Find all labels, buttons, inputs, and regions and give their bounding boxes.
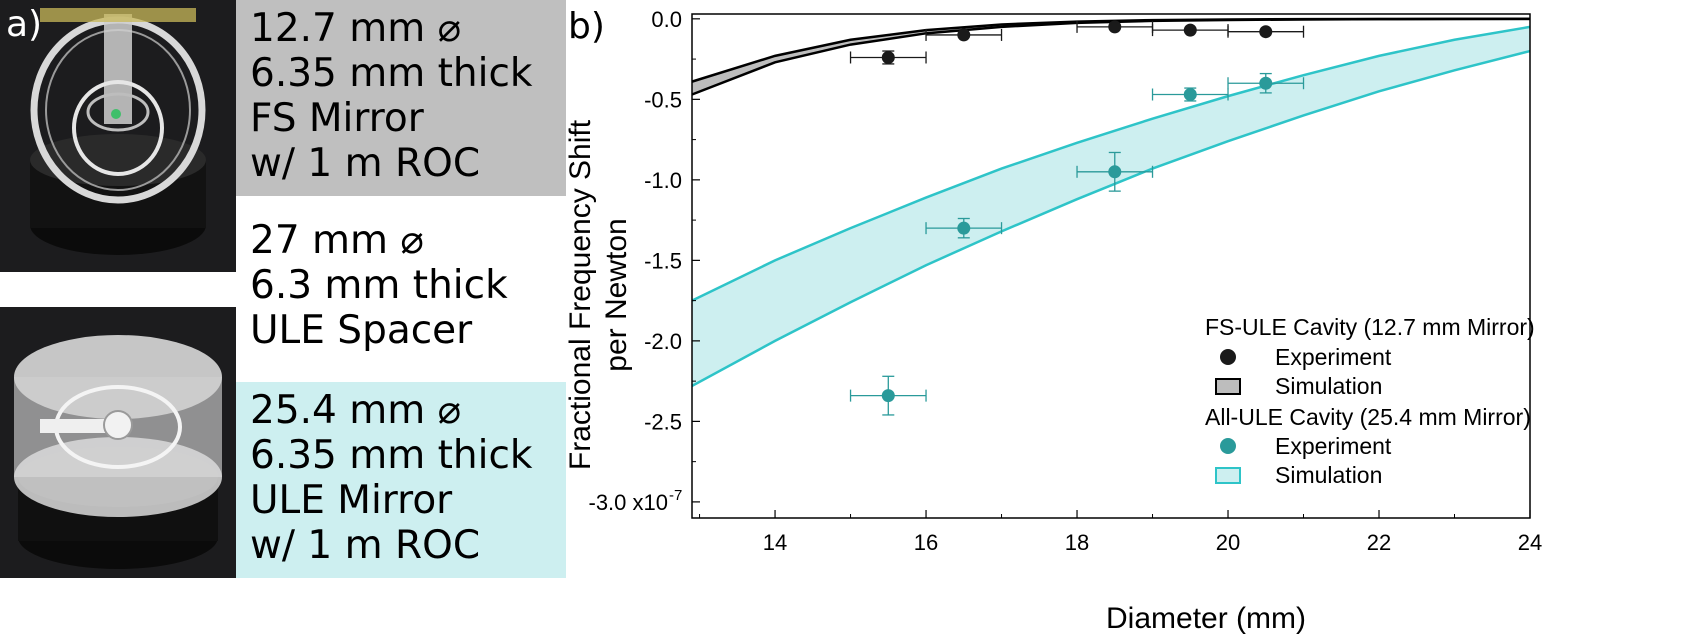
panel-a-label: a) [6,4,43,45]
plot-frame [691,13,1531,519]
x-tick-label: 24 [1518,530,1542,555]
legend-marker-simulation-2 [1215,467,1241,484]
legend: FS-ULE Cavity (12.7 mm Mirror) Experiment… [1205,314,1535,488]
y-tick-label: -3.0 x10 [589,490,669,515]
y-tick-label: 0.0 [651,7,682,32]
y-axis-label-line2: per Newton [600,218,633,371]
ule-mirror-thickness: 6.35 mm thick [250,433,533,478]
y-axis-label-line1: Fractional Frequency Shift [564,119,597,470]
spacer-diameter: 27 mm ⌀ [250,218,424,263]
legend-marker-experiment-2 [1220,438,1236,454]
fs-mirror-roc: w/ 1 m ROC [250,141,481,186]
experiment-point-1 [1183,88,1197,102]
experiment-point-1 [881,389,895,403]
simulation-upper-line-1 [691,25,1531,302]
ule-mirror-diameter: 25.4 mm ⌀ [250,388,462,433]
legend-label-simulation-1: Simulation [1275,373,1382,399]
experiment-point-1 [957,221,971,235]
spacer-thickness: 6.3 mm thick [250,263,508,308]
y-axis-label: Fractional Frequency Shift per Newton [564,119,633,470]
x-tick-label: 22 [1367,530,1391,555]
y-tick-label: -1.0 [644,168,682,193]
panel-a: a) 12.7 mm ⌀ 6.35 mm thick FS Mirror w/ … [0,0,570,639]
experiment-point-0 [957,28,971,42]
y-tick-label: -0.5 [644,87,682,112]
ule-mirror-roc: w/ 1 m ROC [250,523,481,568]
experiment-point-0 [881,50,895,64]
x-tick-label: 16 [914,530,938,555]
legend-group1-title: FS-ULE Cavity (12.7 mm Mirror) [1205,314,1535,340]
panel-b-label: b) [568,6,605,47]
frequency-shift-chart: b) Fractional Frequency Shift per Newton… [564,6,1542,635]
ule-mirror-spec-box: 25.4 mm ⌀ 6.35 mm thick ULE Mirror w/ 1 … [236,382,566,578]
legend-label-simulation-2: Simulation [1275,462,1382,488]
y-tick-label: -2.0 [644,329,682,354]
ule-spacer-spec-box: 27 mm ⌀ 6.3 mm thick ULE Spacer [236,212,566,362]
ule-mirror-material: ULE Mirror [250,478,453,523]
fs-mirror-diameter: 12.7 mm ⌀ [250,6,462,51]
experiment-point-0 [1183,23,1197,37]
y-exponent-label: -7 [669,487,682,504]
spacer-material: ULE Spacer [250,308,473,353]
experiment-point-0 [1259,25,1273,39]
x-tick-label: 18 [1065,530,1089,555]
legend-group2-title: All-ULE Cavity (25.4 mm Mirror) [1205,404,1531,430]
fs-mirror-material: FS Mirror [250,96,424,141]
fs-mirror-spec-box: 12.7 mm ⌀ 6.35 mm thick FS Mirror w/ 1 m… [236,0,566,196]
y-tick-label: -2.5 [644,409,682,434]
experiment-point-0 [1108,20,1122,34]
x-tick-label: 20 [1216,530,1240,555]
simulation-band-1 [692,26,1530,386]
y-tick-label: -1.5 [644,248,682,273]
fs-mirror-cavity-photo [0,0,236,272]
experiment-point-1 [1108,165,1122,179]
experiment-point-1 [1259,76,1273,90]
legend-marker-experiment-1 [1220,349,1236,365]
all-ule-cavity-photo [0,307,236,578]
x-axis-label: Diameter (mm) [1106,602,1306,635]
legend-marker-simulation-1 [1215,378,1241,395]
x-tick-label: 14 [763,530,787,555]
legend-label-experiment-2: Experiment [1275,433,1392,459]
fs-mirror-thickness: 6.35 mm thick [250,51,533,96]
legend-label-experiment-1: Experiment [1275,344,1392,370]
